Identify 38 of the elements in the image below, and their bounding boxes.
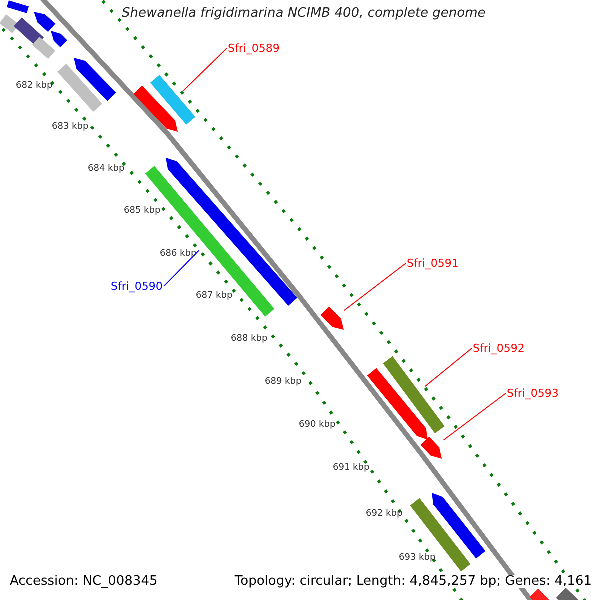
gene-label: Sfri_0589 <box>228 43 280 54</box>
scale-label: 690 kbp <box>299 421 336 430</box>
gene-block <box>150 75 196 125</box>
gene-block <box>74 58 116 102</box>
scale-label: 686 kbp <box>160 250 197 259</box>
leader-line <box>443 393 506 441</box>
gene-label: Sfri_0591 <box>407 258 459 269</box>
gene-block <box>58 64 102 112</box>
gene-block <box>14 18 44 46</box>
gene-label: Sfri_0593 <box>507 388 559 399</box>
leader-line <box>183 48 228 92</box>
scale-label: 684 kbp <box>88 165 125 174</box>
leader-line <box>344 263 406 312</box>
gene-block <box>32 36 56 60</box>
gene-block <box>51 31 68 48</box>
info-text: Topology: circular; Length: 4,845,257 bp; Genes: 4,161 <box>234 575 592 588</box>
gene-block <box>134 86 178 132</box>
gene-block <box>0 14 20 34</box>
scale-label: 687 kbp <box>196 292 233 301</box>
scale-label: 682 kbp <box>16 82 53 91</box>
gene-block <box>320 306 344 330</box>
scale-label: 691 kbp <box>333 464 370 473</box>
gene-label: Sfri_0592 <box>473 343 525 354</box>
gene-block <box>420 436 442 459</box>
gene-block <box>367 368 428 440</box>
scale-label: 685 kbp <box>124 207 161 216</box>
gene-label: Sfri_0590 <box>111 281 163 292</box>
scale-label: 689 kbp <box>265 378 302 387</box>
info-text: Accession: NC_008345 <box>10 575 158 588</box>
leader-line <box>164 250 200 287</box>
scale-label: 688 kbp <box>231 335 268 344</box>
gene-block <box>383 356 445 434</box>
scale-label: 683 kbp <box>52 123 89 132</box>
gene-block <box>7 0 29 14</box>
scale-label: 693 kbp <box>399 554 436 563</box>
leader-line <box>424 348 472 388</box>
title: Shewanella frigidimarina NCIMB 400, complete genome <box>122 7 486 20</box>
gene-block <box>34 12 56 32</box>
